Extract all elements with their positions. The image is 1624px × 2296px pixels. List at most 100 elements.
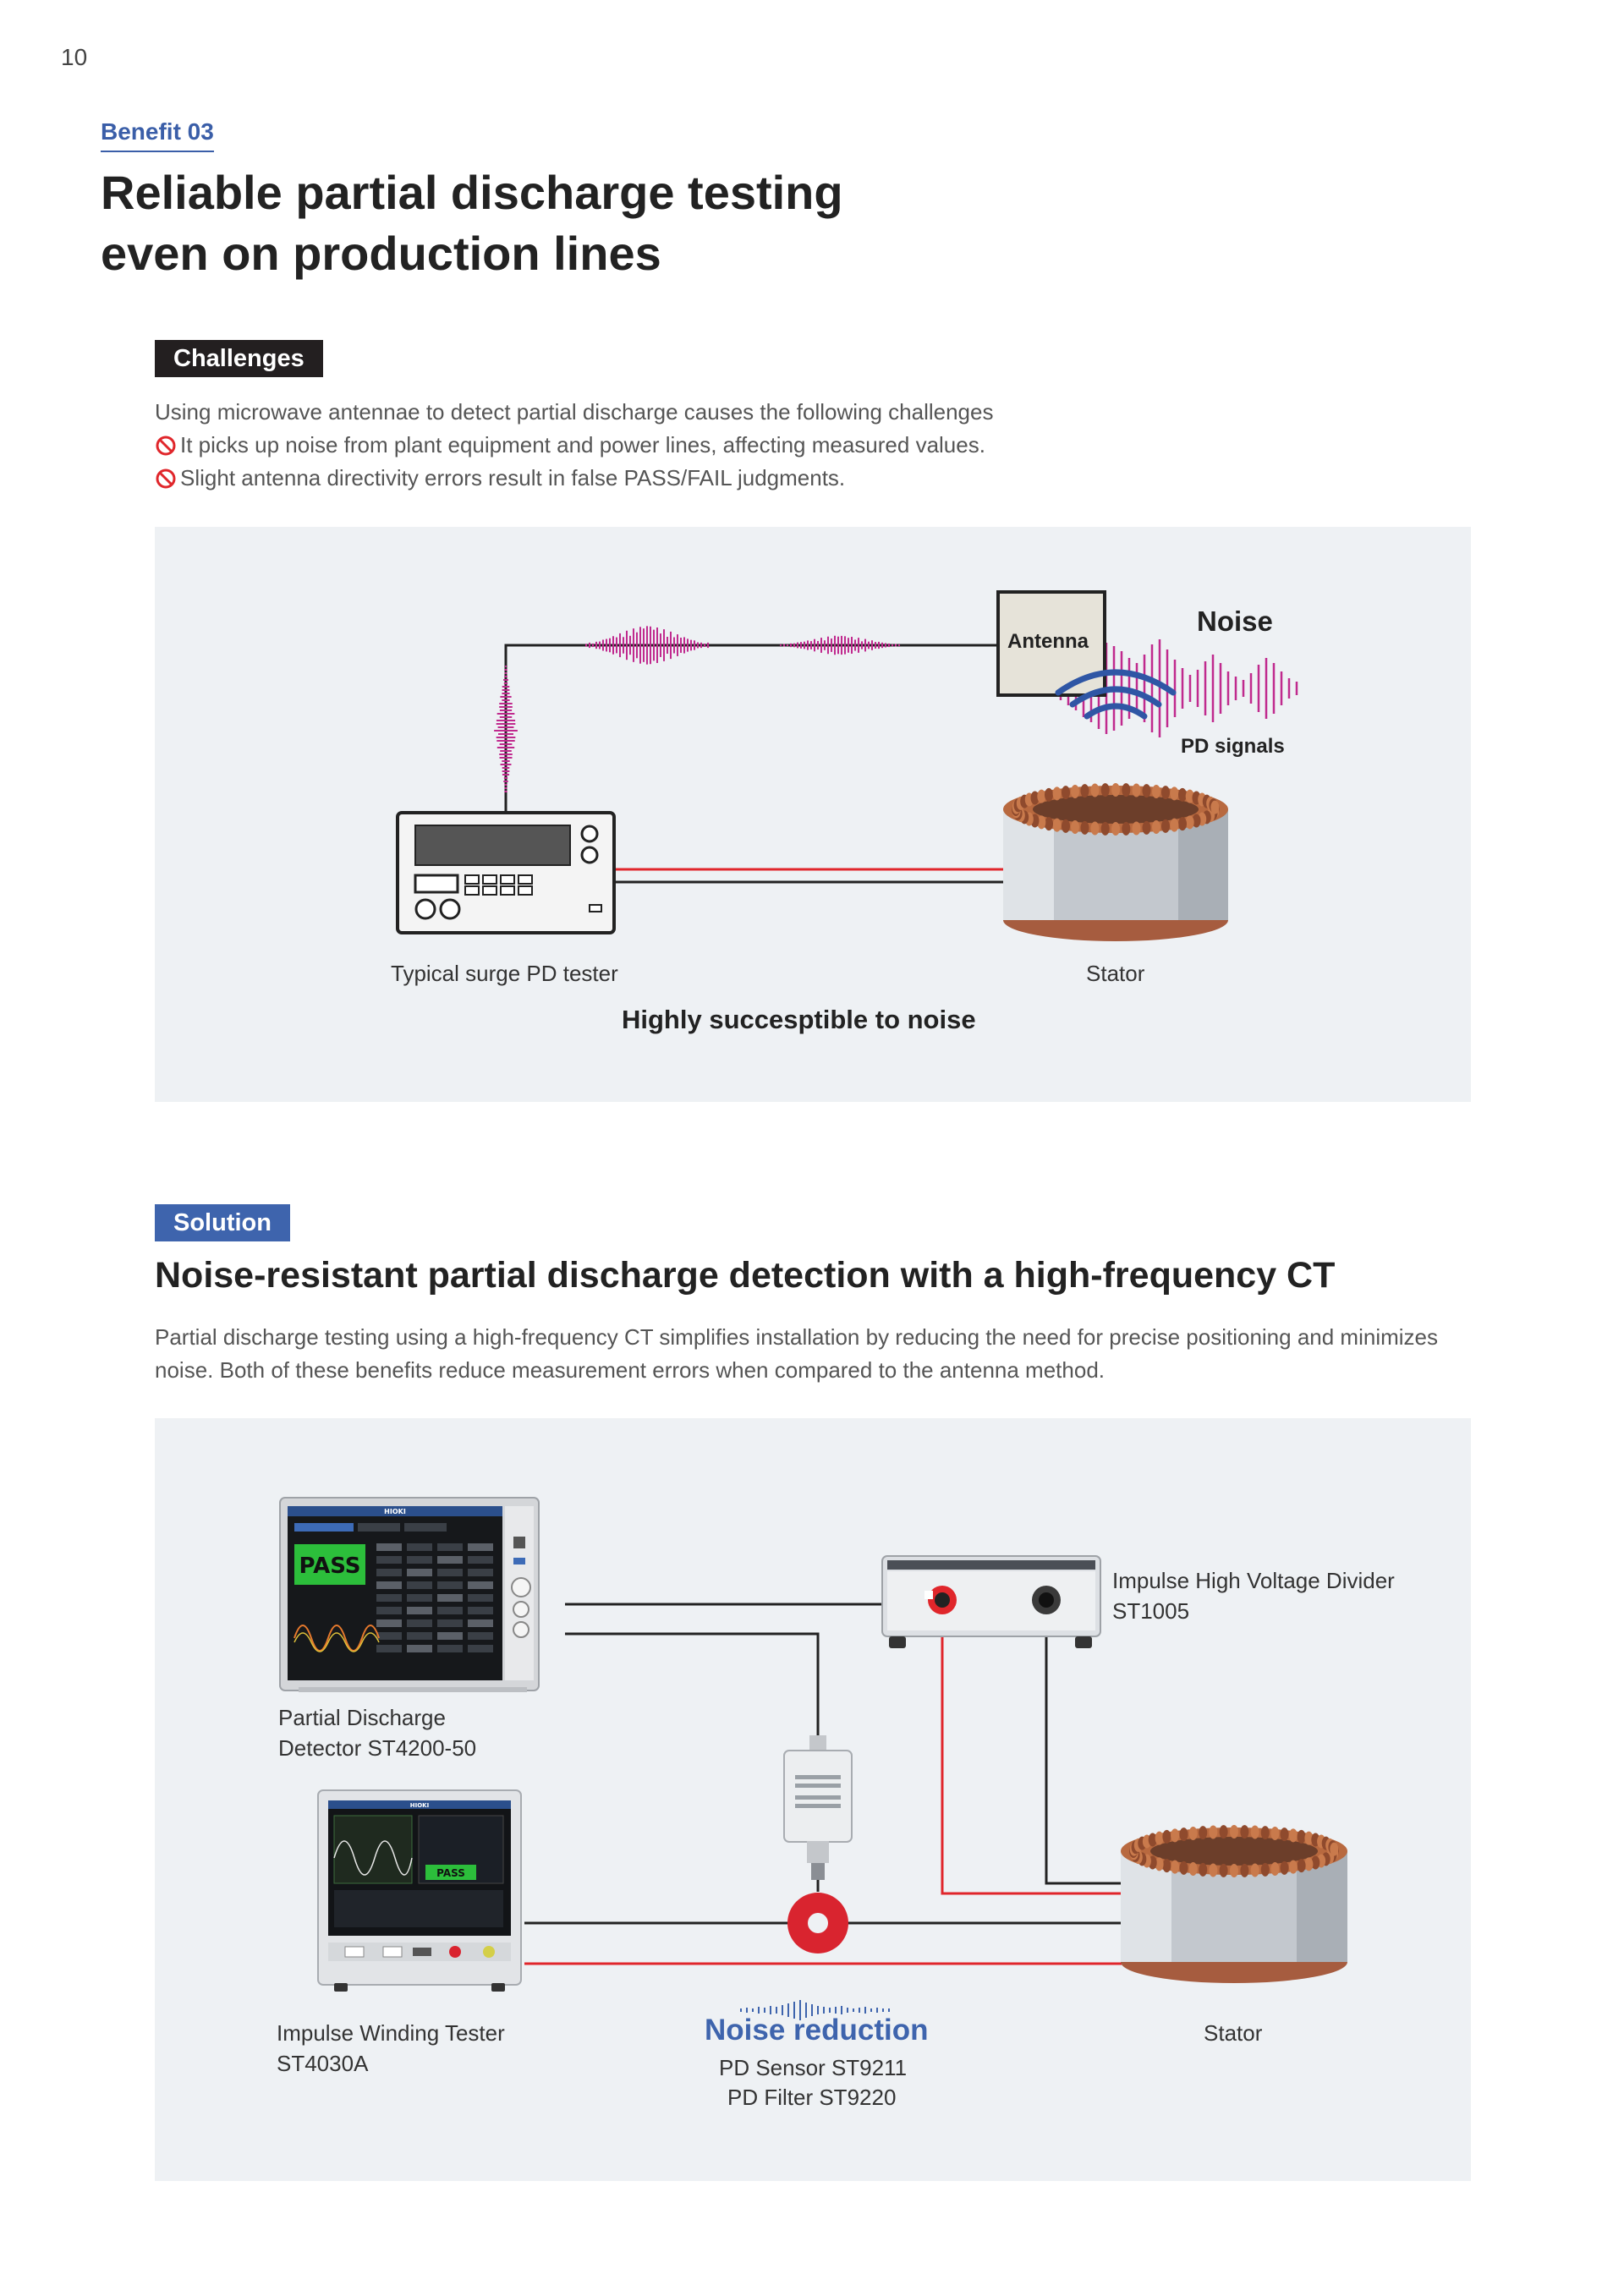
pd-filter-label: PD Filter ST9220 <box>727 2085 897 2110</box>
table-cell <box>376 1581 402 1589</box>
winding-label-line2: ST4030A <box>277 2051 369 2076</box>
table-cell <box>407 1594 432 1602</box>
challenges-intro: Using microwave antennae to detect parti… <box>155 399 994 425</box>
pd-signal-burst <box>780 635 900 655</box>
pd-sensor-ring <box>787 1893 848 1954</box>
stator-label: Stator <box>1204 2020 1263 2046</box>
winding-coil <box>1219 1825 1228 1839</box>
table-cell <box>407 1543 432 1551</box>
winding-coil <box>1152 785 1160 798</box>
winding-coil <box>1209 1825 1218 1839</box>
table-cell <box>376 1594 402 1602</box>
voltage-divider-device <box>881 1555 1101 1648</box>
title-line-2: even on production lines <box>101 227 661 280</box>
challenge-item-text: Slight antenna directivity errors result… <box>180 465 846 490</box>
winding-coil <box>1185 815 1194 830</box>
winding-coil <box>1250 1863 1259 1877</box>
winding-coil <box>1071 785 1079 798</box>
winding-coil <box>1170 786 1179 801</box>
winding-coil <box>1185 789 1194 803</box>
winding-coil <box>1311 1855 1320 1870</box>
winding-coil <box>1304 1857 1314 1871</box>
page-number: 10 <box>61 44 88 70</box>
divider-label-line1: Impulse High Voltage Divider <box>1112 1568 1395 1593</box>
table-cell <box>468 1543 493 1551</box>
pd-detector-device: HIOKI PASS <box>279 1497 540 1692</box>
winding-coil <box>1071 820 1079 834</box>
table-cell <box>376 1607 402 1614</box>
winding-coil <box>1030 791 1040 805</box>
winding-coil <box>1297 1859 1306 1873</box>
detector-waveform <box>294 1625 380 1652</box>
detector-label: Partial Discharge Detector ST4200-50 <box>278 1702 476 1763</box>
tester-brand: HIOKI <box>410 1802 429 1809</box>
table-cell <box>468 1607 493 1614</box>
table-cell <box>468 1594 493 1602</box>
winding-coil <box>1152 820 1160 834</box>
winding-coil <box>1330 1842 1339 1856</box>
winding-coil <box>1179 1860 1188 1875</box>
winding-coil <box>1219 1863 1228 1877</box>
winding-coil <box>1045 817 1053 831</box>
winding-coil <box>1199 1862 1208 1877</box>
winding-coil <box>1304 1831 1314 1845</box>
table-cell <box>468 1619 493 1627</box>
winding-coil <box>1192 814 1201 828</box>
prohibited-icon <box>156 436 176 455</box>
tester-waveform <box>333 1840 413 1876</box>
challenges-tag: Challenges <box>155 340 323 377</box>
antenna-label: Antenna <box>1007 630 1089 653</box>
table-cell <box>376 1569 402 1576</box>
winding-coil <box>1288 1828 1298 1843</box>
solution-title: Noise-resistant partial discharge detect… <box>155 1255 1336 1296</box>
diagram-caption: Highly succesptible to noise <box>622 1005 976 1034</box>
detector-brand: HIOKI <box>384 1508 406 1515</box>
detector-data-table <box>376 1543 493 1652</box>
winding-coil <box>1161 786 1170 800</box>
table-cell <box>407 1569 432 1576</box>
winding-coil <box>1171 1828 1180 1843</box>
winding-coil <box>1210 800 1220 814</box>
detector-pass-indicator: PASS <box>299 1553 360 1579</box>
winding-coil <box>1090 783 1100 797</box>
challenges-list: Using microwave antennae to detect parti… <box>155 396 993 495</box>
winding-coil <box>1280 1860 1289 1875</box>
winding-coil <box>1052 818 1062 832</box>
pd-filter-device <box>783 1735 853 1880</box>
winding-coil <box>1052 786 1062 801</box>
table-cell <box>407 1645 432 1652</box>
title-line-1: Reliable partial discharge testing <box>101 166 843 219</box>
tester-pass-indicator: PASS <box>436 1867 465 1879</box>
table-cell <box>437 1594 463 1602</box>
table-cell <box>407 1607 432 1614</box>
table-cell <box>437 1581 463 1589</box>
table-cell <box>407 1619 432 1627</box>
detector-label-line2: Detector ST4200-50 <box>278 1735 477 1761</box>
pd-tester-label: Typical surge PD tester <box>391 961 618 986</box>
pd-sensor-label: PD Sensor ST9211 <box>719 2055 908 2080</box>
winding-coil <box>1132 783 1141 797</box>
winding-coil <box>1230 1864 1238 1877</box>
table-cell <box>437 1556 463 1564</box>
winding-coil <box>1199 1826 1208 1840</box>
winding-coil <box>1162 1859 1171 1873</box>
table-cell <box>437 1619 463 1627</box>
stator-windings <box>1129 1825 1339 1877</box>
challenge-item: It picks up noise from plant equipment a… <box>155 429 993 462</box>
winding-coil <box>1037 789 1046 803</box>
table-cell <box>468 1569 493 1576</box>
winding-coil <box>1122 783 1131 797</box>
winding-coil <box>1142 784 1151 798</box>
winding-coil <box>1270 1862 1280 1876</box>
antenna-method-diagram: Antenna Noise PD signals Typical surge P… <box>155 527 1471 1102</box>
pd-signals-label: PD signals <box>1181 735 1285 758</box>
winding-coil <box>1132 821 1141 836</box>
wireless-signal-icon <box>1055 669 1177 720</box>
winding-coil <box>1280 1827 1289 1842</box>
winding-coil <box>1240 1863 1249 1877</box>
stator-windings <box>1012 783 1220 836</box>
impulse-winding-tester-device: HIOKI PASS <box>317 1789 522 1992</box>
noise-reduction-waveform <box>740 2000 890 2020</box>
table-cell <box>437 1543 463 1551</box>
winding-coil <box>1250 1825 1259 1839</box>
